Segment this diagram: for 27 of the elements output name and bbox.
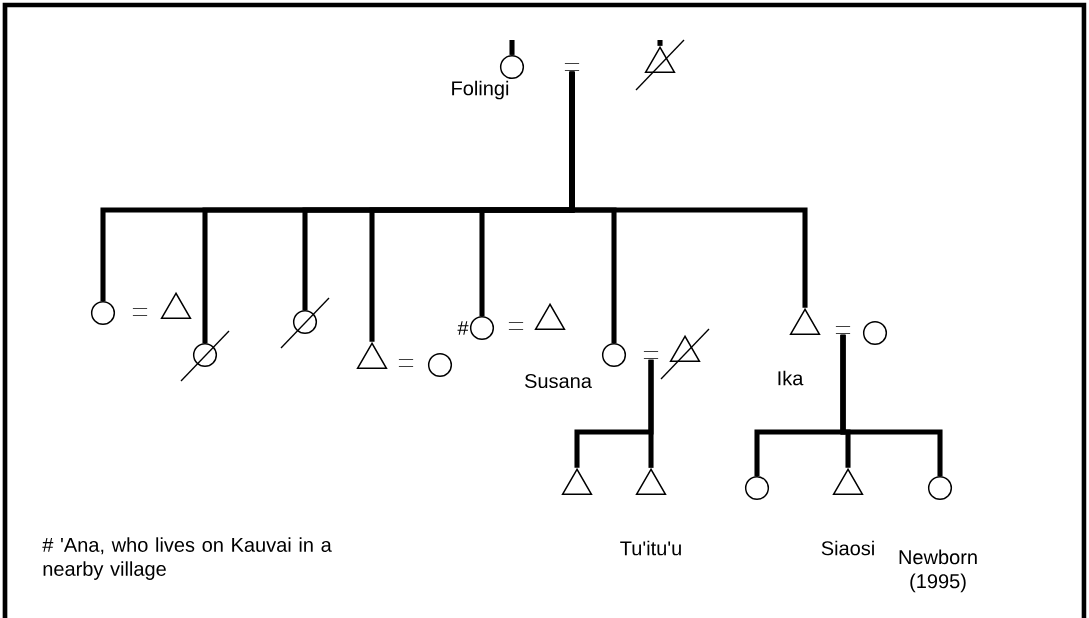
marriage-sign — [643, 351, 659, 359]
circle-symbol — [927, 475, 953, 501]
circle-symbol — [469, 315, 495, 341]
name-label: Folingi — [452, 80, 509, 100]
marriage-sign — [835, 326, 851, 334]
circle-symbol — [744, 475, 770, 501]
marriage-sign — [564, 63, 580, 71]
descent-line — [509, 40, 515, 55]
descent-line — [840, 334, 943, 476]
marriage-sign — [132, 308, 148, 316]
note: # 'Ana, who lives on Kauvai in a nearby village — [42, 537, 332, 580]
circle-symbol — [862, 320, 888, 346]
descent-line — [648, 359, 654, 468]
name-label: Newborn (1995) — [899, 549, 977, 593]
circle-symbol — [427, 352, 453, 378]
marriage-sign — [398, 359, 414, 367]
name-label: Siaosi — [821, 540, 874, 556]
descent-line — [657, 40, 663, 46]
circle-symbol — [499, 54, 525, 80]
circle-symbol — [601, 342, 627, 368]
marriage-sign — [508, 322, 524, 330]
descent-line — [569, 71, 808, 308]
circle-symbol — [90, 300, 116, 326]
name-label: Ika — [778, 370, 804, 386]
name-label: # — [457, 321, 469, 335]
name-label: Tu'itu'u — [620, 540, 681, 556]
name-label: Susana — [525, 373, 592, 389]
